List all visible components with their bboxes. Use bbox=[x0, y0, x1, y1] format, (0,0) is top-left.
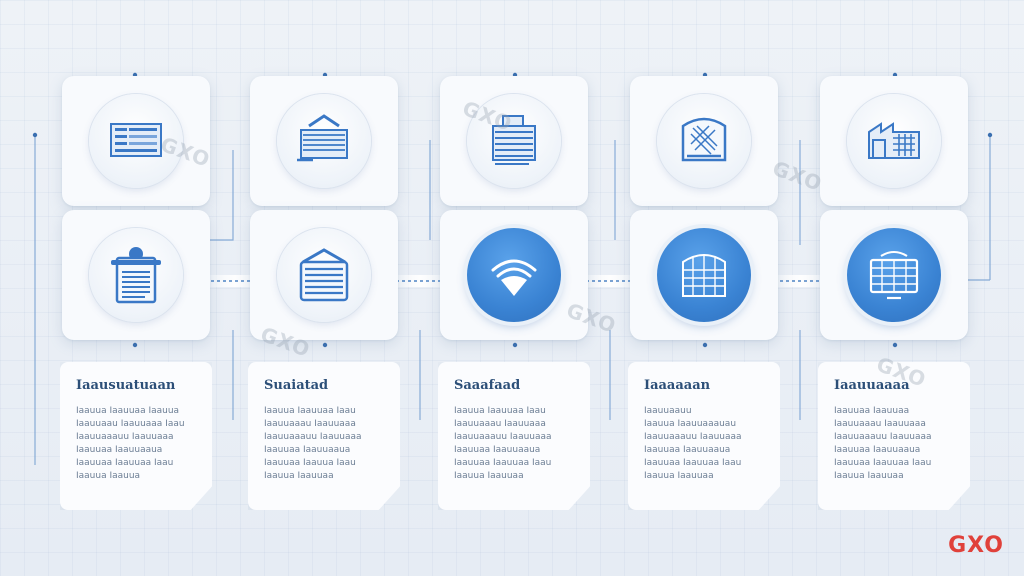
step-1-text-card: Iaausuatuaan Iaauua Iaauuaa Iaauua Iaauu… bbox=[60, 362, 212, 510]
stacked-boxes-icon bbox=[492, 115, 536, 165]
step-5-middle-card bbox=[820, 210, 968, 340]
step-4-text-line: Iaauuaauu bbox=[644, 406, 692, 416]
clipboard-person-icon bbox=[111, 247, 161, 304]
step-4-text-line: Iaauuaaauu Iaauuaaa bbox=[644, 432, 742, 442]
step-3-text-line: Iaauuaaau Iaauuaaa bbox=[454, 419, 546, 429]
step-5-middle-circle bbox=[847, 228, 941, 322]
step-3-text-line: Iaauuaaauu Iaauuaaa bbox=[454, 432, 552, 442]
step-1-title: Iaausuatuaan bbox=[76, 378, 176, 393]
step-1-text-line: Iaauua Iaauuaa Iaauua bbox=[76, 406, 180, 416]
house-ledger-icon bbox=[297, 114, 348, 162]
step-2-text-line: Iaauuaa Iaauuaaua bbox=[264, 445, 351, 455]
brand-logo: GXO bbox=[948, 533, 1004, 558]
step-2-middle-circle bbox=[277, 228, 371, 322]
stacked-files-icon bbox=[299, 248, 349, 302]
step-5-top-circle bbox=[847, 94, 941, 188]
step-3-middle-circle bbox=[467, 228, 561, 322]
step-3-top-card bbox=[440, 76, 588, 206]
step-5-text-line: Iaauuaaau Iaauuaaa bbox=[834, 419, 926, 429]
step-5-top-card bbox=[820, 76, 968, 206]
step-4-top-circle bbox=[657, 94, 751, 188]
step-5-title: Iaauuaaaa bbox=[834, 378, 910, 393]
step-1-text-line: Iaauuaa Iaauuaa Iaau bbox=[76, 458, 174, 468]
step-4-text-card: Iaaaaaan Iaauuaauu Iaauua Iaauuaaauau Ia… bbox=[628, 362, 780, 510]
step-2-title: Suaiatad bbox=[264, 378, 329, 393]
step-2-text-line: Iaauuaaauu Iaauuaaa bbox=[264, 432, 362, 442]
step-2-top-circle bbox=[277, 94, 371, 188]
step-4-text-line: Iaauua Iaauuaa bbox=[644, 471, 714, 481]
step-4-text-line: Iaauuaa Iaauuaaua bbox=[644, 445, 731, 455]
monitor-grid-icon bbox=[869, 251, 919, 300]
step-4-text-line: Iaauua Iaauuaaauau bbox=[644, 419, 737, 429]
step-5-text-line: Iaauuaaauu Iaauuaaa bbox=[834, 432, 932, 442]
step-5-text-line: Iaauuaa Iaauuaaua bbox=[834, 445, 921, 455]
container-icon bbox=[682, 254, 726, 297]
step-4-top-card bbox=[630, 76, 778, 206]
step-3-text-line: Iaauua Iaauuaa Iaau bbox=[454, 406, 546, 416]
step-2-text-line: Iaauua Iaauuaa bbox=[264, 471, 334, 481]
step-1-text-line: Iaauuaa Iaauuaaua bbox=[76, 445, 163, 455]
step-4-middle-card bbox=[630, 210, 778, 340]
step-2-text-line: Iaauuaaau Iaauuaaa bbox=[264, 419, 356, 429]
step-3-middle-card bbox=[440, 210, 588, 340]
step-2-text-line: Iaauuaa Iaauua Iaau bbox=[264, 458, 356, 468]
step-1-middle-card bbox=[62, 210, 210, 340]
document-list-icon bbox=[110, 123, 162, 157]
step-3-text-card: Saaafaad Iaauua Iaauuaa Iaau Iaauuaaau I… bbox=[438, 362, 590, 510]
step-3-text-line: Iaauua Iaauuaa bbox=[454, 471, 524, 481]
step-3-title: Saaafaad bbox=[454, 378, 521, 393]
step-1-text-line: Iaauuaau Iaauuaaa Iaau bbox=[76, 419, 185, 429]
step-5-text-card: Iaauuaaaa Iaauuaa Iaauuaa Iaauuaaau Iaau… bbox=[818, 362, 970, 510]
step-3-text-line: Iaauuaa Iaauuaa Iaau bbox=[454, 458, 552, 468]
step-2-top-card bbox=[250, 76, 398, 206]
step-3-top-circle bbox=[467, 94, 561, 188]
step-2-text-card: Suaiatad Iaauua Iaauuaa Iaau Iaauuaaau I… bbox=[248, 362, 400, 510]
step-4-title: Iaaaaaan bbox=[644, 378, 711, 393]
step-1-text-line: Iaauuaaauu Iaauuaaa bbox=[76, 432, 174, 442]
step-5-text-line: Iaauuaa Iaauuaa Iaau bbox=[834, 458, 932, 468]
factory-building-icon bbox=[868, 122, 920, 159]
wifi-signal-icon bbox=[491, 259, 537, 296]
step-2-middle-card bbox=[250, 210, 398, 340]
step-4-text-line: Iaauuaa Iaauuaa Iaau bbox=[644, 458, 742, 468]
warehouse-map-icon bbox=[681, 117, 727, 162]
step-5-text-line: Iaauua Iaauuaa bbox=[834, 471, 904, 481]
step-3-text-line: Iaauuaa Iaauuaaua bbox=[454, 445, 541, 455]
step-2-text-line: Iaauua Iaauuaa Iaau bbox=[264, 406, 356, 416]
step-1-top-circle bbox=[89, 94, 183, 188]
step-1-top-card bbox=[62, 76, 210, 206]
step-5-text-line: Iaauuaa Iaauuaa bbox=[834, 406, 910, 416]
step-4-middle-circle bbox=[657, 228, 751, 322]
step-1-middle-circle bbox=[89, 228, 183, 322]
step-1-text-line: Iaauua Iaauua bbox=[76, 471, 141, 481]
